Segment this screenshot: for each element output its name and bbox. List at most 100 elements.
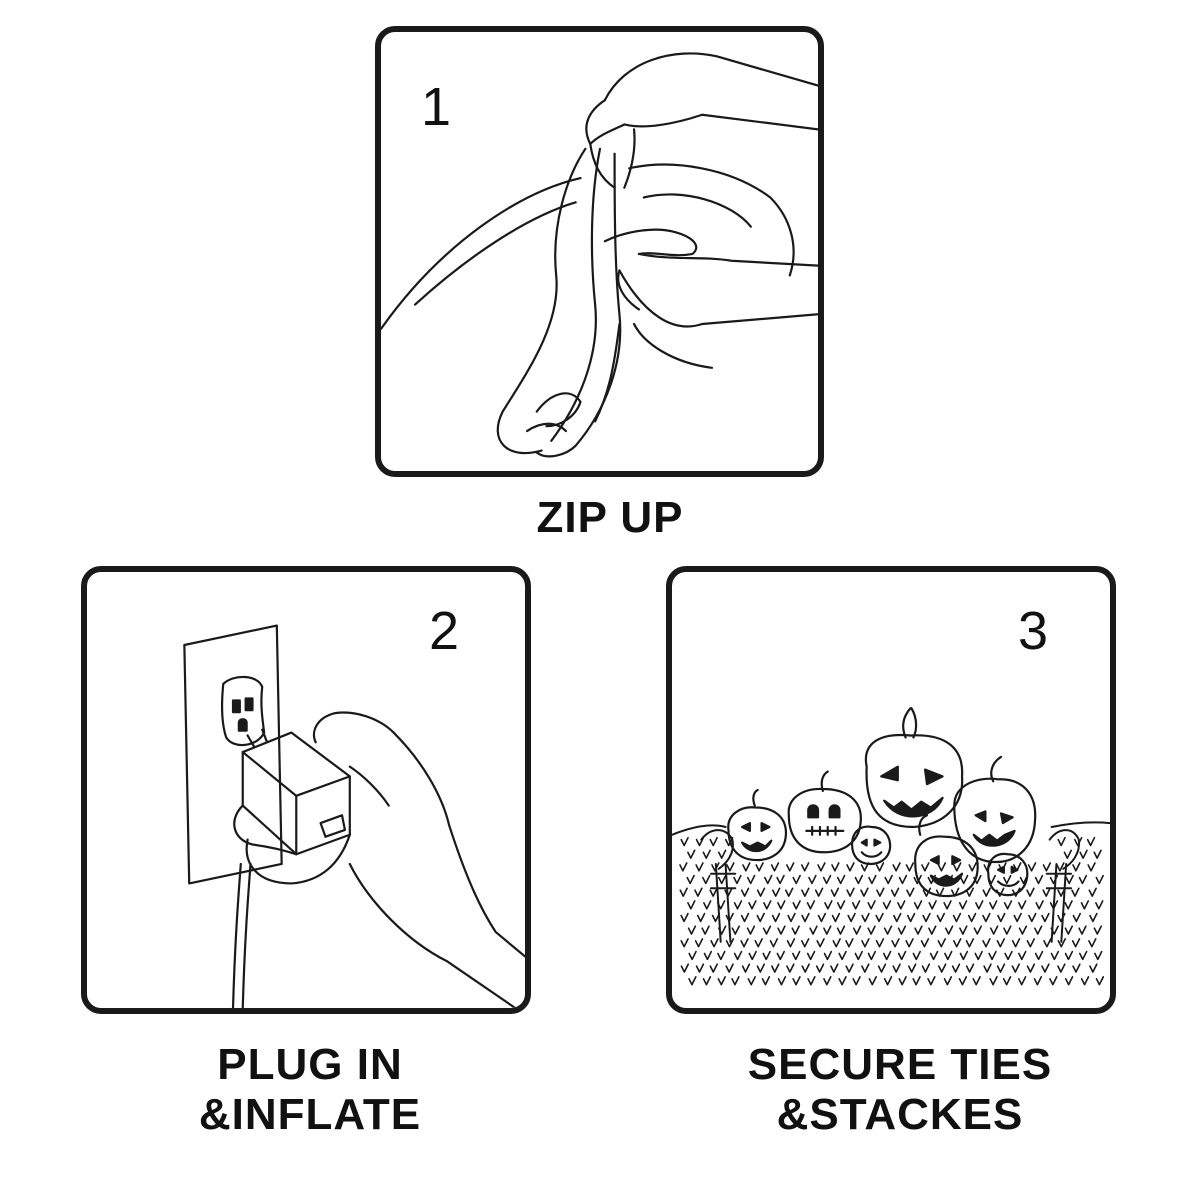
grass-tuft [1066, 876, 1073, 884]
grass-tuft [961, 876, 968, 884]
grass-tuft [764, 901, 771, 909]
grass-tuft [854, 926, 861, 934]
grass-tuft [853, 977, 860, 985]
grass-tuft [990, 901, 997, 909]
grass-tuft [727, 863, 734, 871]
grass-tuft [711, 939, 718, 947]
grass-tuft [1044, 939, 1051, 947]
grass-tuft [885, 977, 892, 985]
grass-tuft [1096, 901, 1103, 909]
grass-tuft [802, 914, 809, 922]
grass-tuft [1072, 888, 1079, 896]
grass-tuft [960, 926, 967, 934]
grass-tuft [787, 863, 794, 871]
grass-tuft [802, 939, 809, 947]
grass-tuft [763, 952, 770, 960]
grass-tuft [1080, 876, 1087, 884]
grass-tuft [726, 964, 733, 972]
grass-tuft [954, 863, 961, 871]
step-3-panel: 3 [666, 566, 1116, 1014]
grass-tuft [748, 876, 755, 884]
grass-tuft [885, 876, 892, 884]
grass-tuft [998, 914, 1005, 922]
grass-tuft [855, 952, 862, 960]
grass-tuft [937, 914, 944, 922]
grass-tuft [788, 914, 795, 922]
grass-tuft [998, 964, 1005, 972]
grass-tuft [1051, 952, 1058, 960]
grass-tuft [959, 977, 966, 985]
grass-tuft [680, 888, 687, 896]
grass-tuft [1066, 977, 1073, 985]
grass-tuft [772, 964, 779, 972]
grass-tuft [884, 901, 891, 909]
grass-tuft [1050, 977, 1057, 985]
grass-tuft [735, 901, 742, 909]
grass-tuft [945, 952, 952, 960]
grass-tuft [928, 977, 935, 985]
grass-tuft [1064, 850, 1071, 858]
grass-tuft [909, 964, 916, 972]
grass-tuft [894, 914, 901, 922]
grass-tuft [1066, 952, 1073, 960]
grass-tuft [922, 863, 929, 871]
grass-tuft [710, 964, 717, 972]
grass-tuft [703, 876, 710, 884]
grass-tuft [681, 964, 688, 972]
grass-tuft [824, 926, 831, 934]
grass-tuft [997, 939, 1004, 947]
grass-tuft [969, 863, 976, 871]
grass-tuft [868, 952, 875, 960]
step-2-caption-line-2: &INFLATE [198, 1090, 422, 1139]
grass-tuft [1004, 926, 1011, 934]
grass-tuft [689, 977, 696, 985]
grass-tuft [1058, 964, 1065, 972]
grass-tuft [704, 952, 711, 960]
grass-tuft [777, 952, 784, 960]
grass-tuft [802, 888, 809, 896]
grass-tuft [1043, 888, 1050, 896]
grass-tuft [1036, 876, 1043, 884]
grass-tuft [757, 914, 764, 922]
grass-tuft [1094, 850, 1101, 858]
grass-tuft [734, 876, 741, 884]
grass-tuft [817, 939, 824, 947]
grass-tuft [681, 939, 688, 947]
grass-tuft [689, 926, 696, 934]
grass-tuft [793, 901, 800, 909]
step-3-caption-line-2: &STACKES [776, 1090, 1024, 1139]
grass-tuft [973, 977, 980, 985]
grass-tuft [847, 888, 854, 896]
grass-tuft [855, 876, 862, 884]
grass-tuft [718, 977, 725, 985]
grass-tuft [681, 838, 688, 846]
grass-tuft [764, 926, 771, 934]
grass-tuft [1058, 838, 1065, 846]
grass-tuft [975, 952, 982, 960]
step-1-caption-line: ZIP UP [536, 493, 684, 542]
grass-tuft [688, 850, 695, 858]
grass-tuft [773, 888, 780, 896]
grass-tuft [877, 863, 884, 871]
grass-tuft [976, 901, 983, 909]
grass-tuft [908, 914, 915, 922]
grass-tuft [944, 901, 951, 909]
grass-tuft [877, 939, 884, 947]
grass-tuft [727, 939, 734, 947]
grass-tuft [991, 926, 998, 934]
grass-tuft [825, 901, 832, 909]
grass-tuft [848, 914, 855, 922]
grass-tuft [953, 964, 960, 972]
grass-tuft [1042, 964, 1049, 972]
grass-tuft [839, 952, 846, 960]
grass-tuft [838, 901, 845, 909]
grass-tuft [689, 952, 696, 960]
grass-tuft [802, 863, 809, 871]
grass-tuft [922, 964, 929, 972]
grass-tuft [1004, 977, 1011, 985]
grass-tuft [719, 876, 726, 884]
step-3-caption-line-1: SECURE TIES [747, 1040, 1053, 1089]
grass-tuft [1080, 850, 1087, 858]
grass-tuft [793, 876, 800, 884]
grass-tuft [779, 977, 786, 985]
